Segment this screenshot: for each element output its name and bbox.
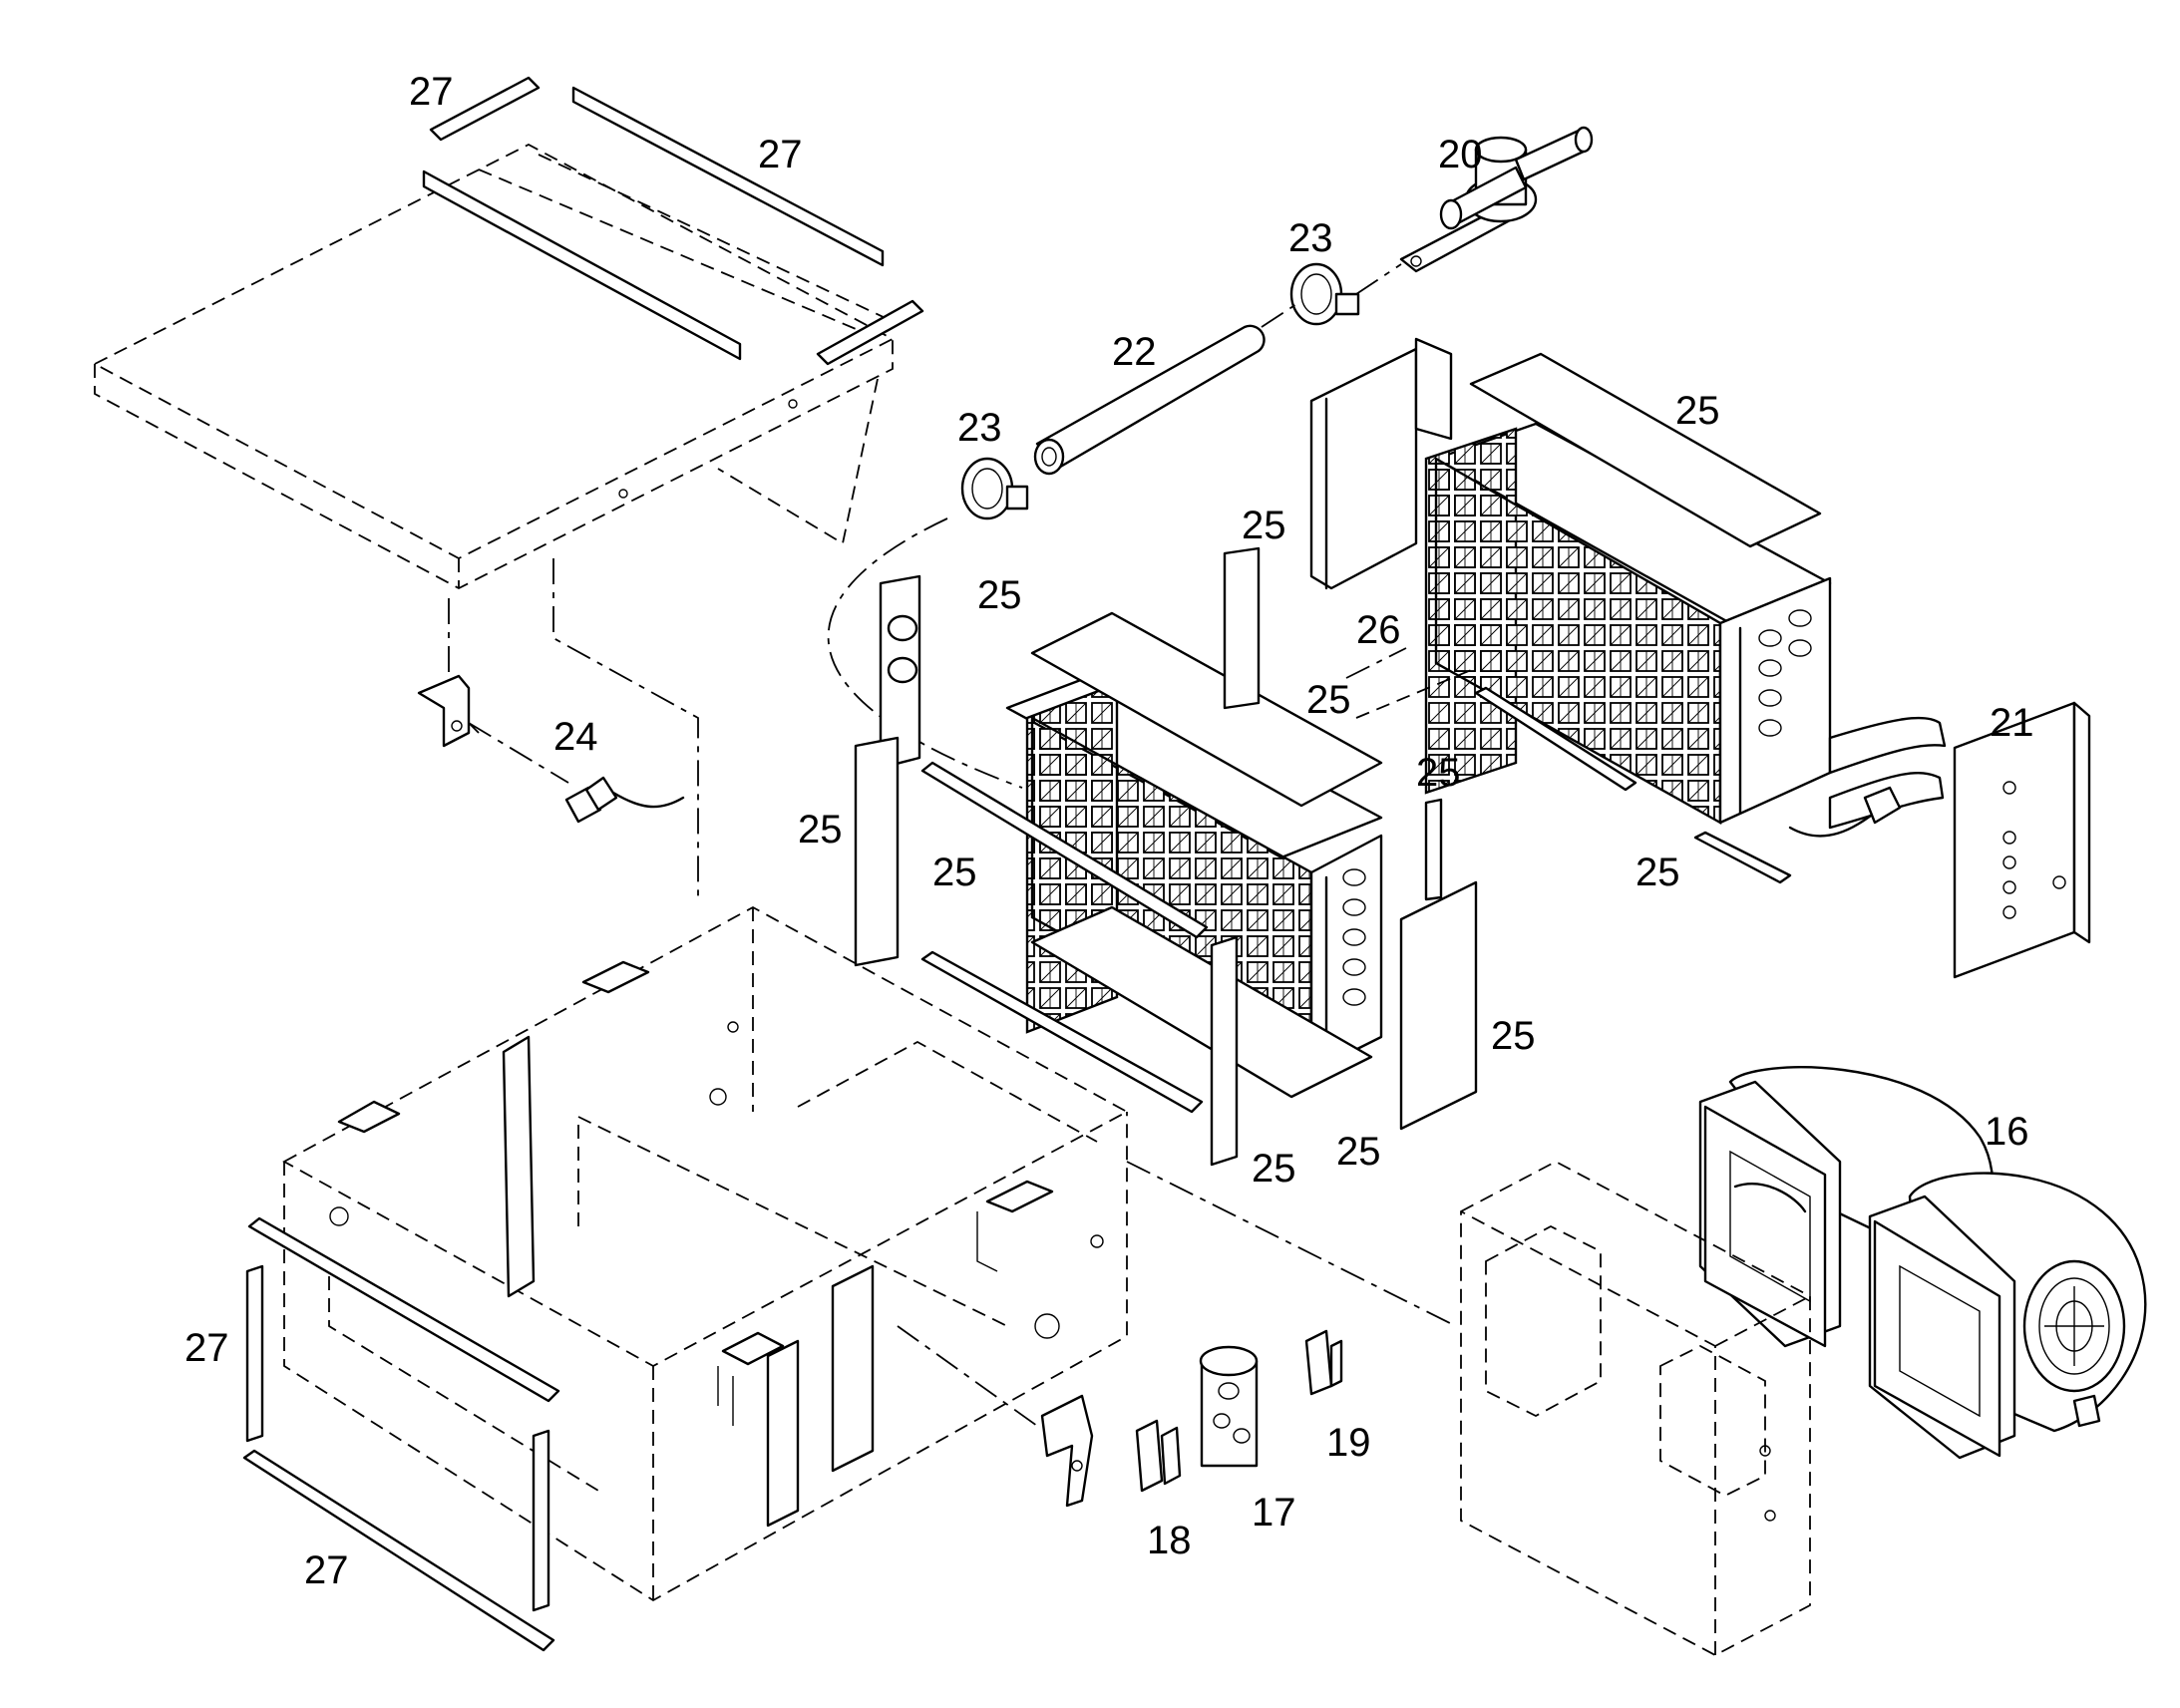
rear-coil-tube-slots — [1758, 609, 1812, 737]
callout-25: 25 — [1635, 851, 1680, 894]
callout-25: 25 — [1252, 1147, 1296, 1191]
front-coil-tube-slots — [1342, 868, 1366, 1006]
callout-23: 23 — [1288, 216, 1333, 260]
callout-23: 23 — [957, 406, 1002, 450]
water-valve-20 — [1399, 126, 1594, 273]
temperature-sensor-24 — [564, 776, 685, 824]
bracket-19 — [1304, 1329, 1343, 1396]
callout-labels: 27 27 20 23 22 23 25 25 25 26 25 21 24 2… — [184, 70, 2034, 1592]
callout-21: 21 — [1990, 701, 2034, 745]
callout-27: 27 — [758, 133, 803, 176]
blower-mount-panel — [1460, 1160, 1811, 1657]
sensor-bracket — [417, 674, 471, 748]
callout-27: 27 — [304, 1548, 349, 1592]
rear-coil — [1424, 422, 1947, 838]
callout-26: 26 — [1356, 608, 1401, 652]
housing-box — [282, 905, 1129, 1602]
blower-16-front — [1868, 1172, 2147, 1460]
gasket-frame-lower — [242, 1216, 560, 1652]
callout-16: 16 — [1985, 1110, 2029, 1154]
callout-19: 19 — [1326, 1421, 1371, 1465]
callout-27: 27 — [409, 70, 454, 114]
callout-25: 25 — [1306, 678, 1351, 722]
callout-25: 25 — [1675, 389, 1720, 433]
callout-17: 17 — [1252, 1491, 1296, 1535]
top-cover — [93, 143, 895, 590]
callout-20: 20 — [1438, 133, 1483, 176]
callout-22: 22 — [1112, 330, 1157, 374]
hose-clamp-23-right — [1289, 262, 1360, 326]
callout-25: 25 — [977, 573, 1022, 617]
callout-27: 27 — [184, 1326, 229, 1370]
housing-inner-dividers — [502, 1035, 875, 1528]
rear-coil-plates — [1309, 337, 2091, 979]
bracket-18 — [1040, 1394, 1182, 1508]
front-coil-plates-25 — [854, 546, 1478, 1167]
hose-22 — [1033, 324, 1266, 476]
callout-24: 24 — [553, 715, 598, 759]
callout-25: 25 — [1416, 751, 1461, 795]
callout-25: 25 — [932, 851, 977, 894]
callout-25: 25 — [798, 808, 843, 852]
gasket-strips-top — [422, 76, 924, 366]
housing-mount-tabs — [337, 960, 1054, 1426]
hose-clamp-23-left — [960, 457, 1029, 520]
callout-25: 25 — [1491, 1014, 1536, 1058]
callout-25: 25 — [1242, 504, 1286, 547]
expansion-valve-17 — [1199, 1345, 1259, 1468]
callout-18: 18 — [1147, 1519, 1192, 1562]
callout-25: 25 — [1336, 1130, 1381, 1174]
